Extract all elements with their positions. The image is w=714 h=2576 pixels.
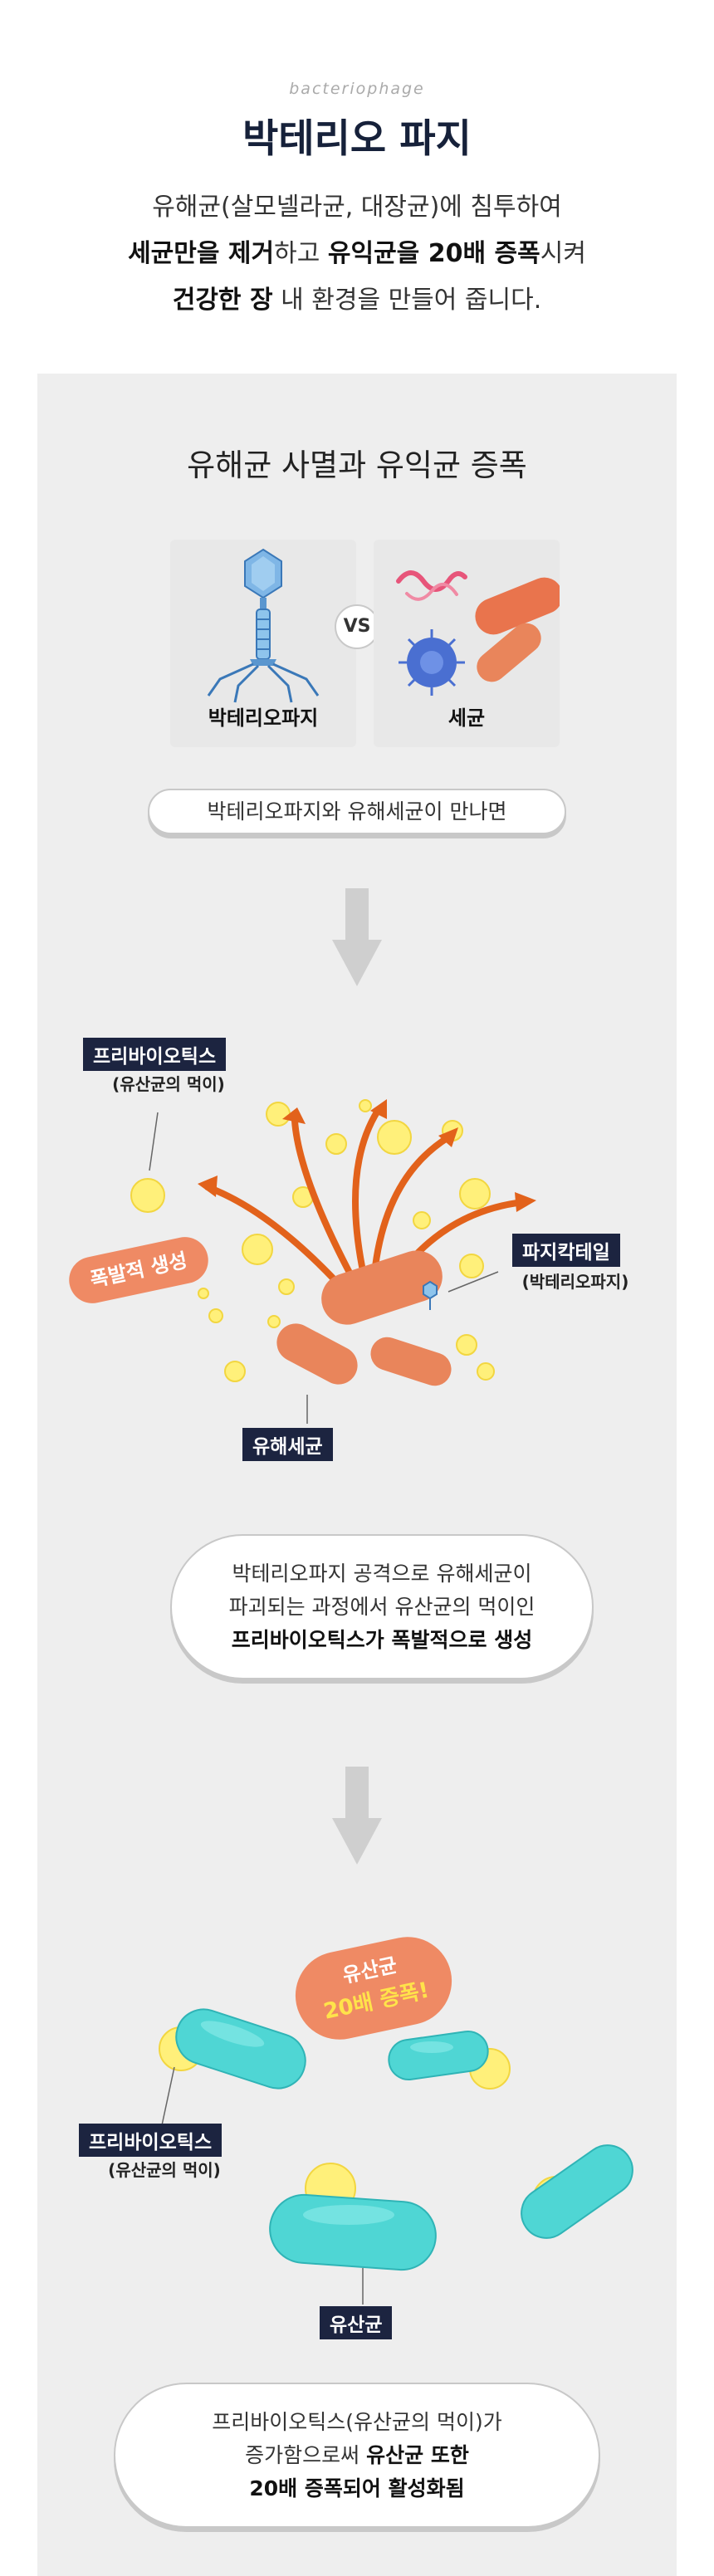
pill2-line-2: 파괴되는 과정에서 유산균의 먹이인 — [228, 1595, 536, 1619]
intro-line-3: 건강한 장 내 환경을 만들어 줍니다. — [0, 277, 714, 324]
lactobacillus-scene — [159, 2008, 633, 2305]
pill3-emphasis-1: 유산균 또한 — [366, 2443, 469, 2467]
pill3-line-1: 프리바이오틱스(유산균의 먹이)가 — [212, 2410, 502, 2434]
card-bacteriophage: 박테리오파지 — [170, 540, 356, 747]
pill-lactobacillus-description: 프리바이오틱스(유산균의 먹이)가 증가함으로써 유산균 또한 20배 증폭되어… — [114, 2383, 600, 2528]
card-label-bacteria: 세균 — [447, 706, 486, 730]
pill2-line-3: 프리바이오틱스가 폭발적으로 생성 — [172, 1624, 592, 1657]
intro-emphasis-3: 건강한 장 — [172, 286, 273, 315]
intro-text-1: 하고 — [274, 239, 328, 268]
intro-text-3: 내 환경을 만들어 줍니다. — [272, 286, 542, 315]
intro-emphasis-2: 유익균을 20배 증폭 — [327, 239, 540, 268]
pill3-text: 증가함으로써 — [245, 2443, 367, 2467]
pill2-emphasis: 프리바이오틱스가 폭발적으로 생성 — [231, 1628, 533, 1652]
pill-burst-description: 박테리오파지 공격으로 유해세균이 파괴되는 과정에서 유산균의 먹이인 프리바… — [170, 1534, 594, 1679]
illustration-burst: 프리바이오틱스 (유산균의 먹이) 파지칵테일 (박테리오파지) 유해세균 — [0, 1013, 714, 1478]
down-arrow-icon — [332, 1767, 382, 1865]
intro-text: 유해균(살모넬라균, 대장균)에 침투하여 세균만을 제거하고 유익균을 20배… — [0, 184, 714, 324]
intro-line-1: 유해균(살모넬라균, 대장균)에 침투하여 — [152, 193, 562, 222]
sub-phage-cocktail: (박테리오파지) — [521, 1272, 629, 1292]
page-title: 박테리오 파지 — [242, 116, 472, 162]
tag-prebiotics: 프리바이오틱스 — [83, 1038, 227, 1071]
tag-harmful-bacteria: 유해세균 — [242, 1428, 333, 1461]
tag-phage-cocktail: 파지칵테일 — [512, 1234, 620, 1267]
intro-line-2: 세균만을 제거하고 유익균을 20배 증폭시켜 — [0, 231, 714, 277]
pill3-line-2: 증가함으로써 유산균 또한 — [115, 2439, 599, 2472]
eyebrow-text: bacteriophage — [289, 80, 425, 98]
intro-emphasis-1: 세균만을 제거 — [128, 239, 275, 268]
tag-prebiotics-2: 프리바이오틱스 — [79, 2124, 223, 2157]
card-bacteria: 세균 — [374, 540, 560, 747]
bacteriophage-icon — [207, 548, 320, 703]
pill3-emphasis-2: 20배 증폭되어 활성화됨 — [249, 2476, 465, 2500]
vs-badge: VS — [335, 604, 379, 649]
sub-prebiotics-2: (유산균의 먹이) — [108, 2160, 221, 2180]
down-arrow-icon — [332, 888, 382, 986]
illustration-lactobacillus: 프리바이오틱스 (유산균의 먹이) 유산균 — [0, 1926, 714, 2358]
sub-prebiotics: (유산균의 먹이) — [112, 1074, 225, 1094]
bacteria-icon — [396, 570, 560, 696]
section-title: 유해균 사멸과 유익균 증폭 — [187, 447, 527, 483]
intro-text-2: 시켜 — [540, 239, 586, 268]
burst-scene — [130, 1099, 536, 1424]
pill2-line-1: 박테리오파지 공격으로 유해세균이 — [232, 1562, 532, 1586]
card-label-bacteriophage: 박테리오파지 — [208, 706, 319, 730]
tag-lactobacillus: 유산균 — [320, 2306, 393, 2339]
pill-meeting: 박테리오파지와 유해세균이 만나면 — [148, 789, 566, 834]
pill3-line-3: 20배 증폭되어 활성화됨 — [115, 2472, 599, 2505]
intro-header: bacteriophage 박테리오 파지 유해균(살모넬라균, 대장균)에 침… — [0, 0, 714, 374]
